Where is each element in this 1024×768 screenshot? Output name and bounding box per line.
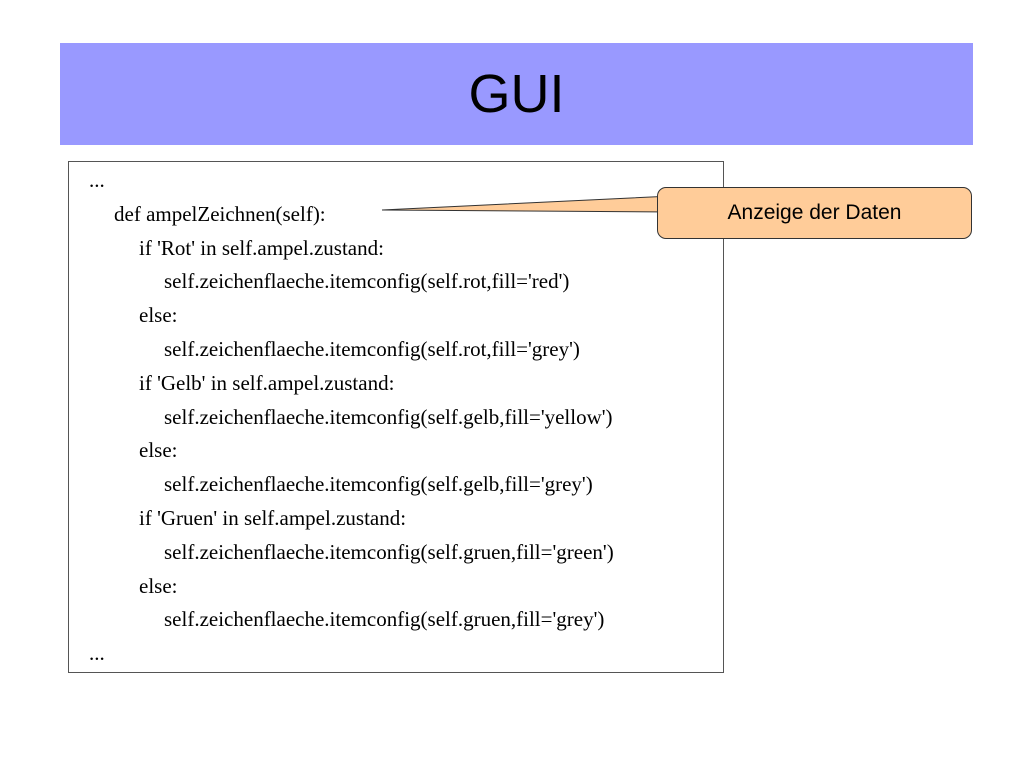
code-line: if 'Gelb' in self.ampel.zustand: [139, 370, 395, 395]
callout-pointer-shape [381, 195, 673, 213]
code-line: else: [139, 303, 178, 328]
code-line: self.zeichenflaeche.itemconfig(self.gelb… [164, 472, 593, 497]
code-box: ... def ampelZeichnen(self): if 'Rot' in s… [68, 161, 724, 673]
slide-title: GUI [468, 64, 565, 124]
code-line: else: [139, 438, 178, 463]
code-line: self.zeichenflaeche.itemconfig(self.gelb… [164, 404, 613, 429]
code-line: self.zeichenflaeche.itemconfig(self.grue… [164, 607, 605, 632]
callout: Anzeige der Daten [657, 187, 972, 239]
code-line: if 'Gruen' in self.ampel.zustand: [139, 506, 407, 530]
code-line: if 'Rot' in self.ampel.zustand: [139, 235, 384, 260]
code-line: self.zeichenflaeche.itemconfig(self.rot,… [164, 269, 570, 294]
code-line: else: [139, 573, 178, 598]
code-line: self.zeichenflaeche.itemconfig(self.grue… [164, 539, 614, 564]
code-line: def ampelZeichnen(self): [114, 201, 326, 226]
code-line: ... [89, 168, 105, 192]
callout-label: Anzeige der Daten [727, 201, 902, 224]
title-band: GUI [60, 43, 973, 145]
code-line: self.zeichenflaeche.itemconfig(self.rot,… [164, 337, 580, 361]
code-line: ... [89, 641, 105, 666]
